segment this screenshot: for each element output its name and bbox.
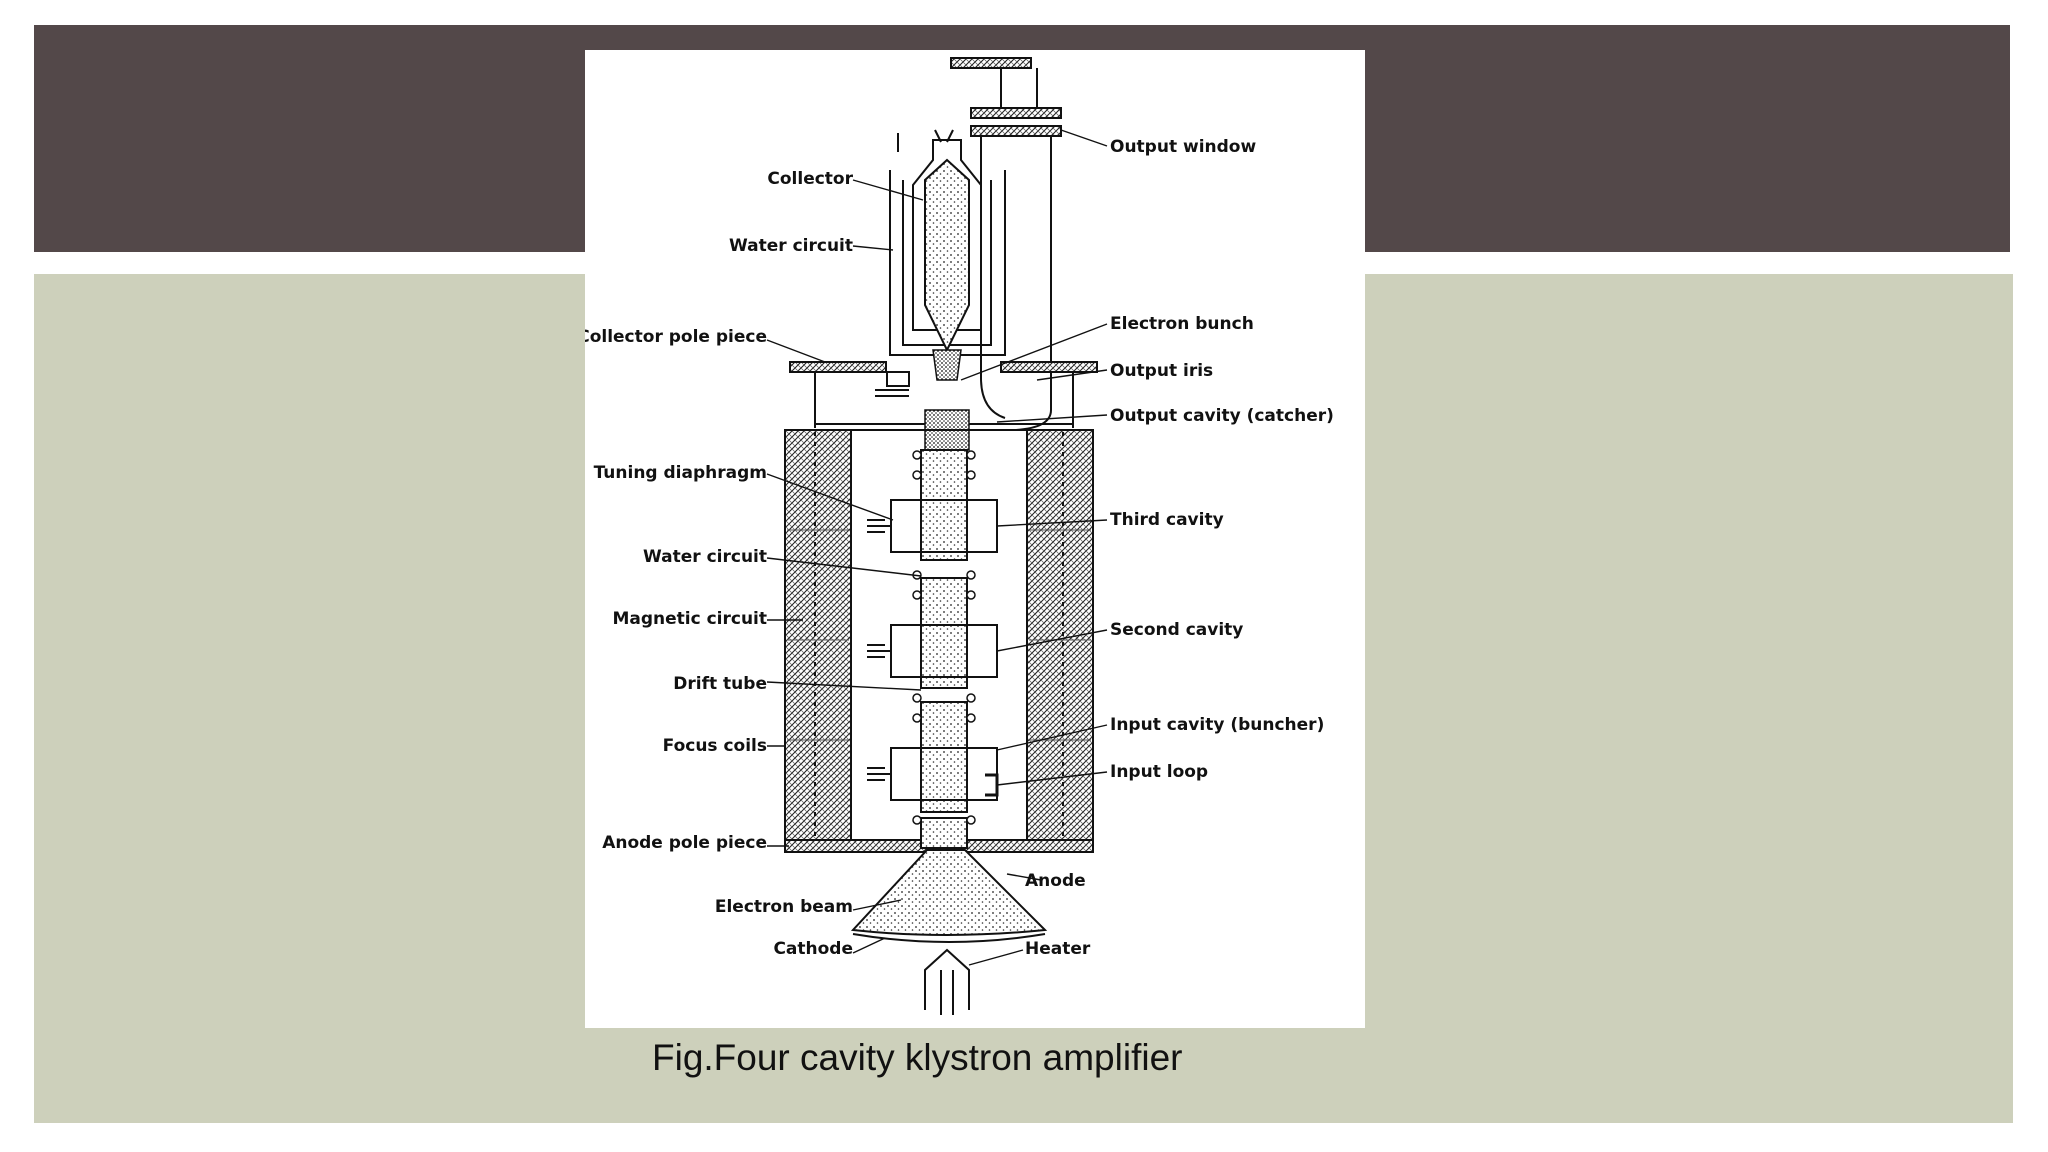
heater — [924, 948, 970, 1015]
label-output-iris: Output iris — [1110, 361, 1213, 381]
klystron-diagram-svg: Collector Water circuit Collector pole p… — [585, 57, 1334, 1015]
label-collector-pole-piece: Collector pole piece — [585, 327, 767, 347]
drift-tube — [920, 449, 968, 849]
label-water-circuit-top: Water circuit — [729, 236, 853, 256]
leader-lines — [766, 129, 1108, 966]
label-anode: Anode — [1025, 871, 1086, 891]
label-second-cavity: Second cavity — [1110, 620, 1243, 640]
focus-coils — [912, 450, 976, 825]
label-water-circuit: Water circuit — [643, 547, 767, 567]
electron-beam — [850, 849, 1048, 943]
labels-right: Output window Electron bunch Output iris… — [1025, 137, 1334, 959]
klystron-diagram: Collector Water circuit Collector pole p… — [585, 50, 1365, 1028]
label-third-cavity: Third cavity — [1110, 510, 1224, 530]
label-focus-coils: Focus coils — [663, 736, 767, 756]
figure-caption: Fig.Four cavity klystron amplifier — [652, 1037, 1183, 1078]
label-magnetic-circuit: Magnetic circuit — [612, 609, 767, 629]
labels-left: Collector Water circuit Collector pole p… — [585, 169, 854, 959]
label-electron-bunch: Electron bunch — [1110, 314, 1254, 334]
label-cathode: Cathode — [773, 939, 853, 959]
label-collector: Collector — [767, 169, 853, 189]
label-input-cavity: Input cavity (buncher) — [1110, 715, 1324, 735]
electron-bunch — [924, 349, 970, 451]
label-electron-beam: Electron beam — [715, 897, 853, 917]
collector-pole-piece — [789, 361, 1098, 428]
label-input-loop: Input loop — [1110, 762, 1208, 782]
label-tuning-diaphragm: Tuning diaphragm — [594, 463, 767, 483]
label-heater: Heater — [1025, 939, 1091, 959]
collector — [889, 129, 1006, 356]
magnetic-circuit — [784, 429, 1094, 853]
label-anode-pole-piece: Anode pole piece — [602, 833, 767, 853]
label-drift-tube: Drift tube — [673, 674, 767, 694]
label-output-cavity: Output cavity (catcher) — [1110, 406, 1334, 426]
label-output-window: Output window — [1110, 137, 1256, 157]
